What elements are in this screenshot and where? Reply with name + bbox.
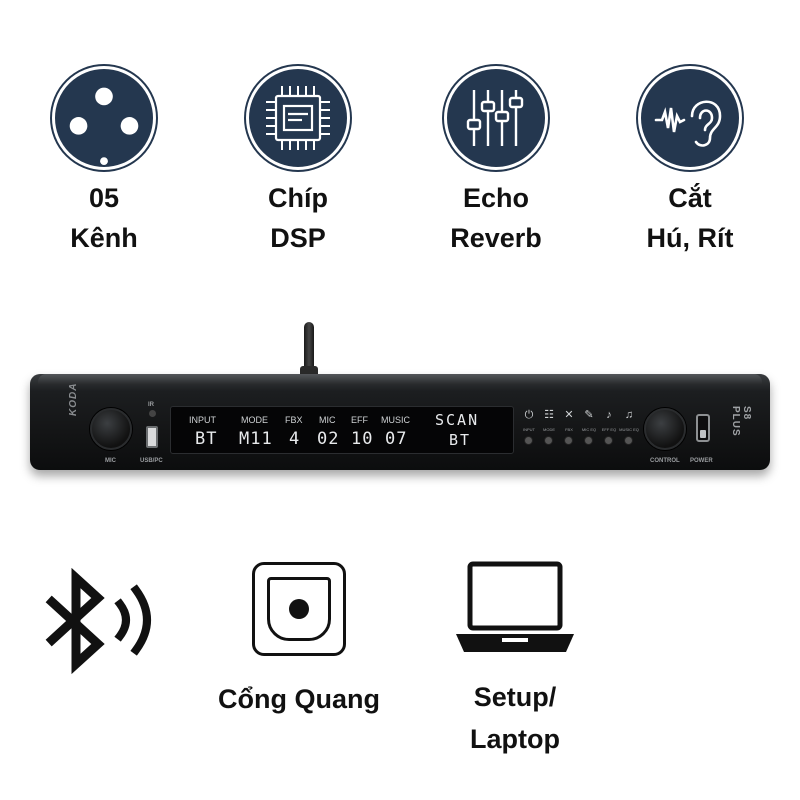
- brand-logo: KODA: [68, 382, 79, 416]
- music-eq-icon: ♫: [624, 409, 634, 421]
- setup-label: Setup/ Laptop: [470, 682, 560, 754]
- mic-knob-label: MIC: [105, 458, 116, 464]
- mic-eq-icon: ✎: [584, 409, 594, 421]
- optical-port-icon: [252, 562, 346, 656]
- feature-label: 05 Kênh: [70, 183, 138, 253]
- feature-channels: 05 Kênh: [14, 66, 194, 258]
- karaoke-mixer-device: KODA MIC IR USB/PC INPUT MODE FBX MIC EF…: [30, 322, 770, 482]
- display-value-input: BT: [195, 429, 218, 449]
- music-eq-button[interactable]: [624, 436, 633, 445]
- display-value-mic: 02: [317, 429, 340, 449]
- eff-eq-icon: ♪: [606, 409, 612, 421]
- equalizer-sliders-icon: [444, 66, 548, 170]
- optical-port-dot: [289, 599, 309, 619]
- chip-icon: [246, 66, 350, 170]
- antenna: [304, 322, 314, 380]
- xlr-connector-icon: [52, 66, 156, 170]
- function-buttons: ⏻ ☷ ✕ ✎ ♪ ♫ INPUT MODE FBX MIC EQ EFF EQ…: [518, 408, 639, 452]
- fbx-icon: ✕: [564, 409, 574, 421]
- fn-label-input: INPUT: [523, 427, 535, 432]
- feature-anti-feedback: Cắt Hú, Rít: [600, 66, 780, 258]
- display-header-mic: MIC: [319, 415, 336, 425]
- eff-eq-button[interactable]: [604, 436, 613, 445]
- display-value-fbx: 4: [289, 429, 301, 449]
- display-header-music: MUSIC: [381, 415, 410, 425]
- model-name: S8 PLUS: [730, 406, 752, 437]
- optical-label: Cổng Quang: [218, 684, 380, 714]
- fn-label-mode: MODE: [543, 427, 555, 432]
- ir-label: IR: [148, 402, 154, 408]
- display-header-fbx: FBX: [285, 415, 303, 425]
- usb-port[interactable]: [146, 426, 158, 448]
- mic-eq-button[interactable]: [584, 436, 593, 445]
- power-switch[interactable]: [696, 414, 710, 442]
- fn-label-music-eq: MUSIC EQ: [619, 427, 639, 432]
- ear-feedback-icon: [638, 66, 742, 170]
- input-icon: ⏻: [524, 409, 534, 421]
- mode-icon: ☷: [544, 409, 554, 421]
- fn-label-mic-eq: MIC EQ: [581, 427, 597, 432]
- bluetooth-icon: [40, 567, 160, 678]
- control-knob-label: CONTROL: [650, 458, 680, 464]
- optical-port-inner: [267, 577, 331, 641]
- control-knob[interactable]: [644, 408, 686, 450]
- feature-label: Chíp DSP: [268, 183, 328, 253]
- display-header-mode: MODE: [241, 415, 268, 425]
- power-label: POWER: [690, 458, 713, 464]
- display-value-eff: 10: [351, 429, 374, 449]
- display-value-mode: M11: [239, 429, 273, 449]
- input-button[interactable]: [524, 436, 533, 445]
- fn-label-eff-eq: EFF EQ: [601, 427, 617, 432]
- feature-dsp-chip: Chíp DSP: [208, 66, 388, 258]
- fn-label-fbx: FBX: [565, 427, 573, 432]
- mic-volume-knob[interactable]: [90, 408, 132, 450]
- display-header-input: INPUT: [189, 415, 216, 425]
- laptop-icon: [450, 558, 580, 658]
- display-scan-label: SCAN: [435, 411, 480, 429]
- display-scan-value: BT: [449, 431, 472, 449]
- usb-label: USB/PC: [140, 458, 163, 464]
- feature-echo-reverb: Echo Reverb: [406, 66, 586, 258]
- feature-label: Cắt Hú, Rít: [646, 183, 734, 253]
- display-header-eff: EFF: [351, 415, 368, 425]
- ir-sensor: [149, 410, 156, 417]
- lcd-display: INPUT MODE FBX MIC EFF MUSIC BT M11 4 02…: [170, 406, 514, 454]
- fbx-button[interactable]: [564, 436, 573, 445]
- feature-label: Echo Reverb: [450, 183, 542, 253]
- device-top-edge: [38, 374, 762, 384]
- mode-button[interactable]: [544, 436, 553, 445]
- display-value-music: 07: [385, 429, 408, 449]
